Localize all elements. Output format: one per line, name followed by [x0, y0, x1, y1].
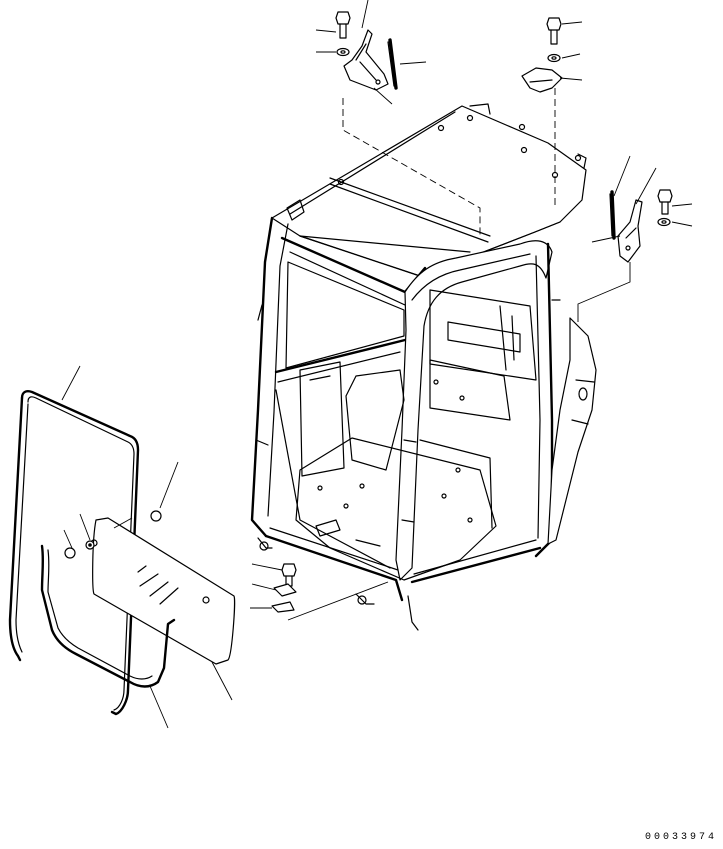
- hex-bolt-icon: [336, 12, 350, 38]
- roof-bracket-assembly-left: [336, 12, 396, 90]
- window-glass-icon: [91, 518, 235, 664]
- assembly-guide-lines: [288, 88, 630, 620]
- flat-washer-icon: [337, 49, 349, 56]
- mounting-bracket-icon: [522, 68, 562, 92]
- mounting-bracket-icon: [344, 30, 388, 90]
- weather-strip-icon: [42, 546, 174, 687]
- hex-bolt-icon: [282, 564, 296, 586]
- hex-bolt-icon: [658, 190, 672, 214]
- hex-bolt-icon: [547, 18, 561, 44]
- rubber-spacer-icon: [388, 40, 396, 88]
- rubber-spacer-icon: [65, 511, 161, 558]
- floor-bracket-assembly: [272, 564, 296, 612]
- part-callout-leaders: [62, 0, 692, 728]
- mounting-bracket-icon: [618, 200, 642, 262]
- rubber-spacer-icon: [610, 192, 614, 238]
- drawing-number: 00033974: [644, 832, 717, 843]
- weather-strip-icon: [10, 391, 138, 714]
- rear-bracket-assembly-right: [610, 190, 672, 262]
- mounting-bracket-icon: [274, 584, 296, 596]
- mounting-bracket-icon: [272, 602, 294, 612]
- flat-washer-icon: [658, 219, 670, 226]
- front-lower-window-assembly: [10, 391, 235, 714]
- roof-bracket-assembly-right: [522, 18, 562, 92]
- flat-washer-icon: [548, 55, 560, 62]
- operator-cab-frame: [252, 104, 596, 630]
